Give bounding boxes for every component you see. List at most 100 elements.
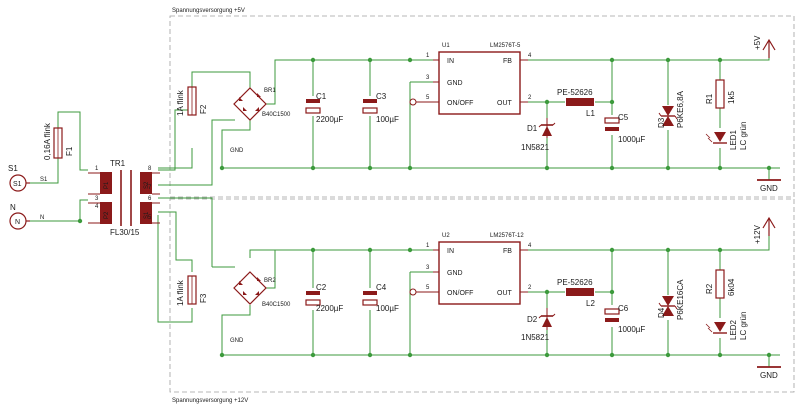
tvs-diode-d3-name: D3: [657, 117, 666, 128]
capacitor-c2: C2 2200µF: [305, 283, 343, 313]
fuse-f3-value: 1A flink: [176, 279, 185, 306]
tvs-diode-d3-part: P6KE6,8A: [676, 90, 685, 128]
regulator-u1-part: LM2576T-5: [490, 43, 521, 49]
gnd-symbol-bottom-label: GND: [760, 371, 778, 380]
regulator-u1-pin-gnd: GND: [447, 80, 463, 87]
bridge-br1-name: BR1: [264, 88, 276, 94]
frame-top-title: Spannungsversorgung +5V: [172, 8, 245, 14]
terminal-n: N N N: [9, 203, 44, 230]
led-led2-name: LED2: [729, 319, 738, 340]
transformer-pin-3: 3: [95, 196, 99, 202]
transformer-pin-1: 1: [95, 166, 99, 172]
resistor-r1-value: 1k5: [727, 91, 736, 104]
capacitor-c4-name: C4: [376, 283, 387, 292]
gnd-label-bottom: GND: [230, 338, 244, 344]
capacitor-c5-name: C5: [618, 113, 629, 122]
capacitor-c3: C3 100µF: [362, 92, 399, 124]
gnd-symbol-top-label: GND: [760, 184, 778, 193]
transformer-pin-8: 8: [148, 166, 152, 172]
tvs-diode-d4: D4 P6KE16CA: [657, 279, 685, 320]
net-n-label: N: [40, 215, 44, 221]
supply-12v-label: +12V: [753, 224, 762, 244]
regulator-u2-pin2: 2: [528, 285, 532, 291]
transformer-pin-4: 4: [95, 204, 99, 210]
transformer-part: FL30/15: [110, 228, 140, 237]
inductor-l2-name: L2: [586, 299, 595, 308]
transformer-s2: S2: [144, 181, 150, 189]
regulator-u2-pin-fb: FB: [503, 248, 512, 255]
resistor-r2-value: 6k04: [727, 278, 736, 296]
fuse-f2-value: 1A flink: [176, 89, 185, 116]
terminal-s1: S1 S1 S1: [8, 164, 48, 192]
terminal-s1-label: S1: [8, 164, 18, 173]
regulator-u1-pin5: 5: [426, 95, 430, 101]
regulator-u2-pin5: 5: [426, 285, 430, 291]
supply-5v: +5V: [753, 35, 776, 58]
regulator-u1-name: U1: [442, 43, 450, 49]
terminal-s1-inner: S1: [13, 181, 22, 188]
inductor-l1-name: L1: [586, 109, 595, 118]
frame-bottom: [169, 198, 795, 393]
regulator-u1-pin4: 4: [528, 53, 532, 59]
capacitor-c5: C5 1000µF: [604, 113, 645, 144]
capacitor-c4: C4 100µF: [362, 283, 399, 313]
capacitor-c2-value: 2200µF: [316, 304, 343, 313]
bridge-br2-part: B40C1500: [262, 302, 291, 308]
diode-d2-part: 1N5821: [521, 333, 550, 342]
capacitor-c3-name: C3: [376, 92, 387, 101]
fuse-f1-name: F1: [65, 146, 74, 156]
tvs-diode-d3: D3 P6KE6,8A: [657, 90, 685, 128]
regulator-u1-pin-out: OUT: [497, 100, 513, 107]
bridge-br2-name: BR2: [264, 278, 276, 284]
net-s1-label: S1: [40, 177, 48, 183]
regulator-u2-pin-gnd: GND: [447, 270, 463, 277]
led-led2: LED2 LC grün: [705, 312, 748, 340]
fuse-f2: 1A flink F2: [176, 86, 208, 116]
regulator-u2-pin-onoff: ON/OFF: [447, 290, 473, 297]
diode-d1: D1 1N5821: [521, 118, 556, 152]
fuse-f1-value: 0,16A flink: [43, 122, 52, 160]
transformer-p2: P2: [104, 211, 110, 219]
transformer-pin-7: 7: [148, 185, 152, 191]
frame-bottom-title: Spannungsversorgung +12V: [172, 398, 248, 404]
transformer-p1: P1: [104, 181, 110, 189]
regulator-u1-pin-onoff: ON/OFF: [447, 100, 473, 107]
terminal-n-label: N: [10, 203, 16, 212]
tvs-diode-d4-part: P6KE16CA: [676, 279, 685, 320]
led-led1: LED1 LC grün: [705, 122, 748, 150]
transformer-name: TR1: [110, 159, 126, 168]
regulator-u2-pin3: 3: [426, 265, 430, 271]
inductor-l1-part: PE-52626: [557, 88, 593, 97]
capacitor-c3-value: 100µF: [376, 115, 399, 124]
diode-d2-name: D2: [527, 315, 538, 324]
inductor-l2: PE-52626 L2: [557, 278, 595, 308]
capacitor-c1: C1 2200µF: [305, 92, 343, 124]
diode-d2: D2 1N5821: [521, 308, 556, 342]
resistor-r1-name: R1: [705, 93, 714, 104]
resistor-r1: R1 1k5: [705, 79, 736, 109]
led-led1-name: LED1: [729, 129, 738, 150]
fuse-f1: 0,16A flink F1: [43, 122, 74, 160]
supply-5v-label: +5V: [753, 35, 762, 50]
terminal-n-inner: N: [15, 219, 20, 226]
junctions: [77, 57, 772, 358]
regulator-u2-part: LM2576T-12: [490, 233, 524, 239]
regulator-u2: U2 LM2576T-12 IN GND ON/OFF FB OUT 1 3 5…: [409, 233, 532, 305]
gnd-symbol-bottom: GND: [757, 366, 781, 380]
regulator-u1-pin2: 2: [528, 95, 532, 101]
capacitor-c5-value: 1000µF: [618, 135, 645, 144]
capacitor-c4-value: 100µF: [376, 304, 399, 313]
bridge-br2: BR2 B40C1500: [233, 271, 291, 308]
regulator-u1: U1 LM2576T-5 IN GND ON/OFF FB OUT 1 3 5 …: [409, 43, 532, 115]
gnd-symbol-top: GND: [757, 179, 781, 193]
capacitor-c6-value: 1000µF: [618, 325, 645, 334]
diode-d1-part: 1N5821: [521, 143, 550, 152]
regulator-u1-pin1: 1: [426, 53, 430, 59]
resistor-r2-name: R2: [705, 283, 714, 294]
diode-d1-name: D1: [527, 124, 538, 133]
fuse-f3-name: F3: [199, 293, 208, 303]
capacitor-c2-name: C2: [316, 283, 327, 292]
gnd-label-top: GND: [230, 148, 244, 154]
regulator-u2-pin4: 4: [528, 243, 532, 249]
